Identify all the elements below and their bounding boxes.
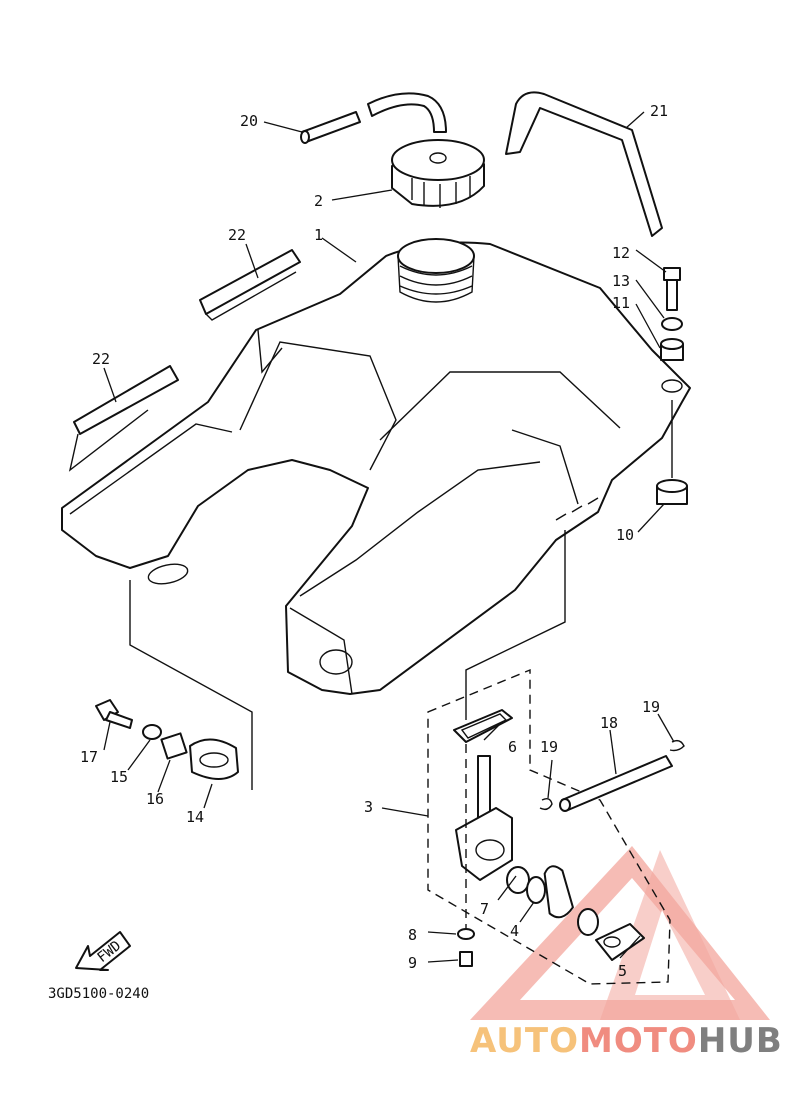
plain-washer (142, 724, 162, 740)
spacer (160, 732, 188, 760)
callout-10: 10 (616, 526, 634, 544)
callout-20: 20 (240, 112, 258, 130)
fuel-cock (455, 755, 645, 961)
callout-2: 2 (314, 192, 323, 210)
rubber-damper (189, 738, 239, 780)
fuel-tank (61, 238, 691, 695)
watermark-text: AUTOMOTOHUB (470, 1021, 783, 1061)
diagram-code: 3GD5100-0240 (48, 986, 149, 1002)
mount-bolt (663, 267, 681, 311)
callout-1: 1 (314, 226, 323, 244)
callout-14: 14 (186, 808, 204, 826)
hose-clip (669, 739, 685, 752)
collar (660, 338, 684, 361)
callout-21: 21 (650, 102, 668, 120)
washer (661, 317, 683, 331)
callout-13: 13 (612, 272, 630, 290)
breather-hose (300, 92, 447, 144)
callout-3: 3 (364, 798, 373, 816)
callout-12: 12 (612, 244, 630, 262)
watermark-part-hub: HUB (698, 1021, 783, 1061)
forward-arrow-icon: FWD (75, 931, 131, 971)
leader-lines (103, 111, 675, 963)
gasket (453, 709, 513, 743)
callout-22-upper: 22 (228, 226, 246, 244)
grommet (656, 479, 688, 505)
callout-17: 17 (80, 748, 98, 766)
callout-16: 16 (146, 790, 164, 808)
hose-clip (539, 797, 553, 811)
callout-5: 5 (618, 962, 627, 980)
callout-22-lower: 22 (92, 350, 110, 368)
flange-bolt (95, 699, 133, 729)
callout-9: 9 (408, 954, 417, 972)
watermark-part-moto: MOTO (579, 1021, 698, 1061)
callout-4: 4 (510, 922, 519, 940)
watermark-part-auto: AUTO (470, 1021, 579, 1061)
callout-6: 6 (508, 738, 517, 756)
drain-washer (457, 928, 475, 940)
callout-labels: 1 2 3 4 5 6 7 8 9 10 11 12 13 14 15 16 1… (80, 102, 668, 980)
callout-15: 15 (110, 768, 128, 786)
callout-19-left: 19 (540, 738, 558, 756)
drain-screw (459, 951, 473, 967)
callout-19-right: 19 (642, 698, 660, 716)
callout-11: 11 (612, 294, 630, 312)
callout-7: 7 (480, 900, 489, 918)
damper-strip (73, 249, 301, 435)
tank-strap (505, 91, 663, 237)
fuel-pipe (559, 755, 673, 812)
callout-8: 8 (408, 926, 417, 944)
fuel-cap (391, 139, 485, 208)
callout-18: 18 (600, 714, 618, 732)
